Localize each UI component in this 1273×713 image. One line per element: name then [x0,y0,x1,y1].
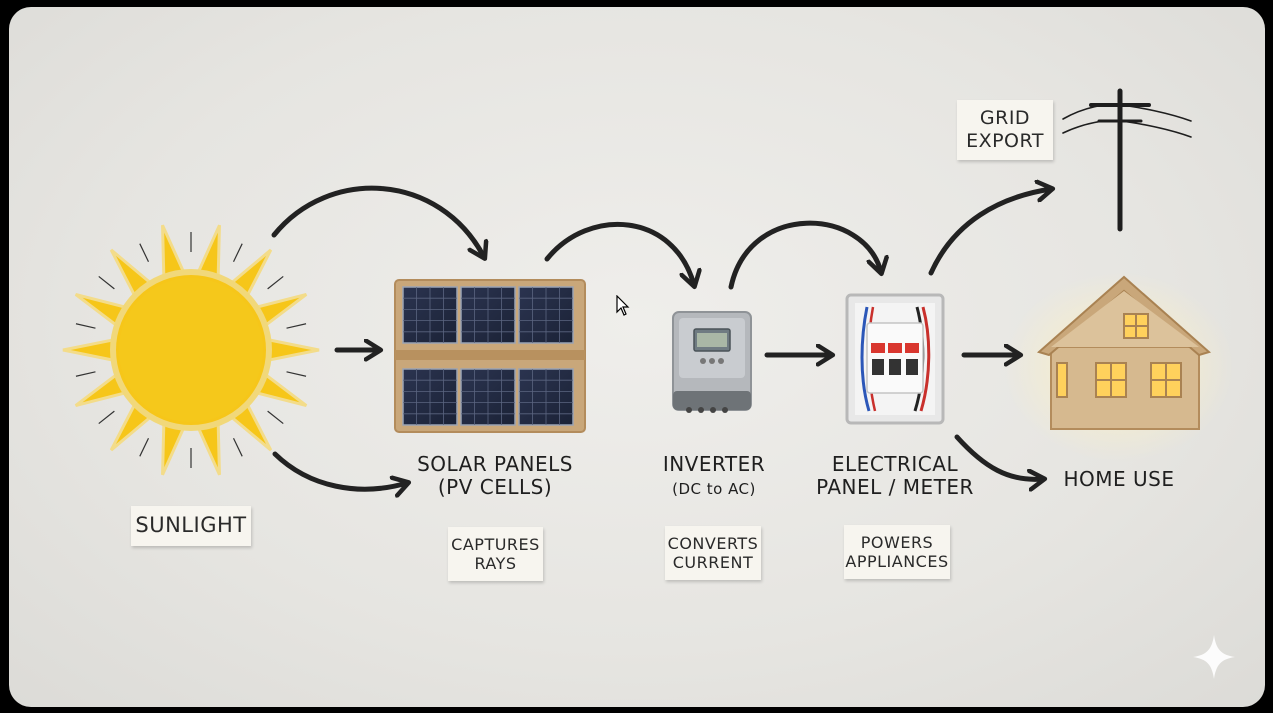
flow-arrows [271,185,1051,489]
arrow-panel-to-home-bottom [954,434,1043,479]
sun-ray-line [232,438,243,457]
arrow-inverter-to-panel-top [728,220,881,290]
solar-panel-icon [394,279,586,433]
inverter-subtitle: (DC to AC) [672,480,756,498]
diagram-canvas: SUNLIGHT SOLAR PANELS (PV CELLS) CAPTURE… [9,7,1265,707]
solar-panels-caption: CAPTURES RAYS [448,527,543,581]
home-use-label: HOME USE [1063,467,1175,491]
sun-ray-line [139,243,150,262]
sunlight-label: SUNLIGHT [131,506,251,546]
sun-ray-line [98,410,115,425]
sun-ray-line [267,410,284,425]
sun-ray-line [75,371,96,377]
sun-ray-line [139,438,150,457]
house-icon [1004,272,1234,462]
sun-ray-line [232,243,243,262]
arrow-panel-to-grid [928,189,1051,276]
utility-pole-icon [1062,88,1192,232]
grid-export-label: GRID EXPORT [957,100,1053,160]
inverter-icon [672,311,752,413]
sun-ray-line [286,323,307,329]
arrow-panels-to-inverter [544,221,694,285]
inverter-title: INVERTER [662,452,766,476]
sparkle-icon [1193,635,1235,679]
diagram-svg [62,88,1235,679]
electrical-panel-icon [845,293,945,425]
mouse-cursor-icon [616,295,630,316]
sun-icon [62,224,320,476]
inverter-caption: CONVERTS CURRENT [665,526,761,580]
electrical-panel-title: ELECTRICAL PANEL / METER [816,452,974,499]
sun-ray-line [75,323,96,329]
sun-ray-line [267,275,284,290]
electrical-panel-caption: POWERS APPLIANCES [844,525,950,579]
sun-ray-line [286,371,307,377]
solar-panels-title: SOLAR PANELS (PV CELLS) [417,452,573,499]
arrow-sun-to-panels-top [271,185,484,257]
sun-ray-line [98,275,115,290]
arrow-sun-to-panels-bottom [272,451,407,489]
